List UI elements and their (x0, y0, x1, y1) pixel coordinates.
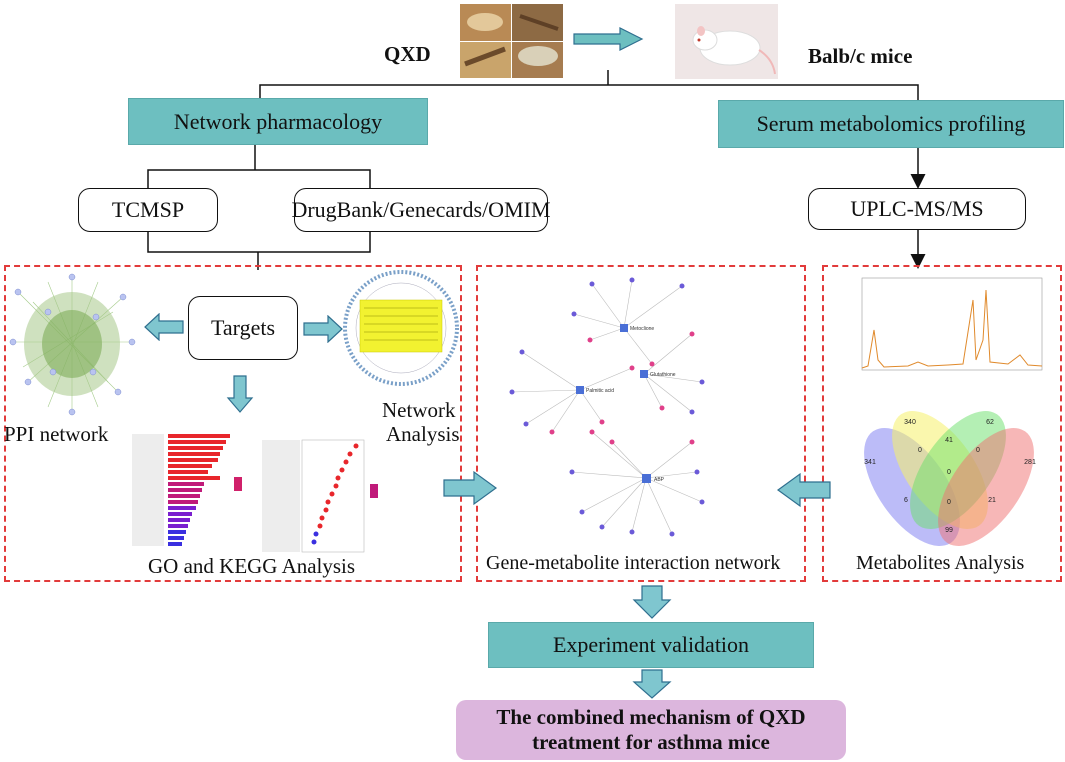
network-pharmacology-label: Network pharmacology (173, 108, 383, 134)
conclusion-line-1: The combined mechanism of QXD (496, 705, 806, 729)
hub-label-1: Metoclione (630, 326, 654, 332)
tcmsp-box: TCMSP (78, 188, 218, 232)
interaction-network-panel (476, 265, 806, 582)
uplc-label: UPLC-MS/MS (850, 196, 984, 221)
venn-count-12: 0 (947, 499, 951, 506)
ppi-network-image (9, 273, 136, 416)
venn-count-5: 41 (945, 437, 953, 444)
venn-count-9: 0 (947, 469, 951, 476)
herb-label: QXD (384, 42, 431, 66)
arrow-right-to-network-icon (443, 470, 498, 506)
venn-count-11: 99 (945, 527, 953, 534)
hub-label-2: Palmitic acid (586, 388, 614, 394)
serum-metabolomics-box: Serum metabolomics profiling (718, 100, 1064, 148)
kegg-dot-plot-image (262, 439, 378, 553)
arrow-left-to-network-icon (776, 472, 831, 508)
experiment-validation-label: Experiment validation (552, 632, 750, 657)
venn-count-2: 340 (904, 419, 916, 426)
go-bar-chart-image (132, 434, 242, 546)
herb-image (460, 4, 563, 78)
venn-count-6: 0 (918, 447, 922, 454)
targets-label: Targets (210, 315, 276, 340)
venn-count-4: 281 (1024, 459, 1036, 466)
arrow-left-icon (144, 313, 184, 341)
databases-box: DrugBank/Genecards/OMIM (291, 188, 551, 232)
serum-metabolomics-label: Serum metabolomics profiling (756, 111, 1026, 136)
arrow-down-icon (226, 375, 254, 413)
databases-label: DrugBank/Genecards/OMIM (291, 197, 551, 222)
network-analysis-label-2: Analysis (386, 422, 460, 446)
mouse-image (675, 4, 778, 79)
mice-label: Balb/c mice (808, 44, 913, 68)
experiment-validation-box: Experiment validation (488, 622, 814, 668)
network-pharmacology-box: Network pharmacology (128, 98, 428, 145)
tcmsp-label: TCMSP (111, 197, 185, 222)
targets-box: Targets (188, 296, 298, 360)
venn-count-10: 21 (988, 497, 996, 504)
metabolites-analysis-label: Metabolites Analysis (856, 552, 1025, 574)
hub-label-4: ABP (654, 477, 665, 483)
arrow-right-small-icon (303, 315, 343, 343)
interaction-network-image: Metoclione Palmitic acid Glutathione ABP (509, 277, 705, 537)
interaction-network-label: Gene-metabolite interaction network (486, 552, 781, 574)
conclusion-line-2: treatment for asthma mice (532, 730, 770, 754)
network-pharmacology-panel (4, 265, 462, 582)
uplc-box: UPLC-MS/MS (808, 188, 1026, 230)
venn-count-1: 341 (864, 459, 876, 466)
network-analysis-label-1: Network (382, 398, 456, 422)
hub-label-3: Glutathione (650, 372, 676, 378)
arrow-down-to-experiment-icon (632, 585, 672, 619)
go-kegg-label: GO and KEGG Analysis (148, 554, 356, 578)
venn-count-8: 6 (904, 497, 908, 504)
ppi-network-label: PPI network (4, 422, 109, 446)
conclusion-box: The combined mechanism of QXD treatment … (456, 700, 846, 760)
arrow-down-to-conclusion-icon (632, 669, 672, 699)
chromatogram-image (861, 277, 1043, 371)
arrow-right-icon (573, 27, 644, 51)
network-analysis-image (343, 270, 459, 386)
venn-diagram: 341 340 62 281 41 0 0 6 0 21 99 0 (864, 410, 1036, 547)
metabolomics-panel (822, 265, 1062, 582)
venn-count-7: 0 (976, 447, 980, 454)
venn-count-3: 62 (986, 419, 994, 426)
